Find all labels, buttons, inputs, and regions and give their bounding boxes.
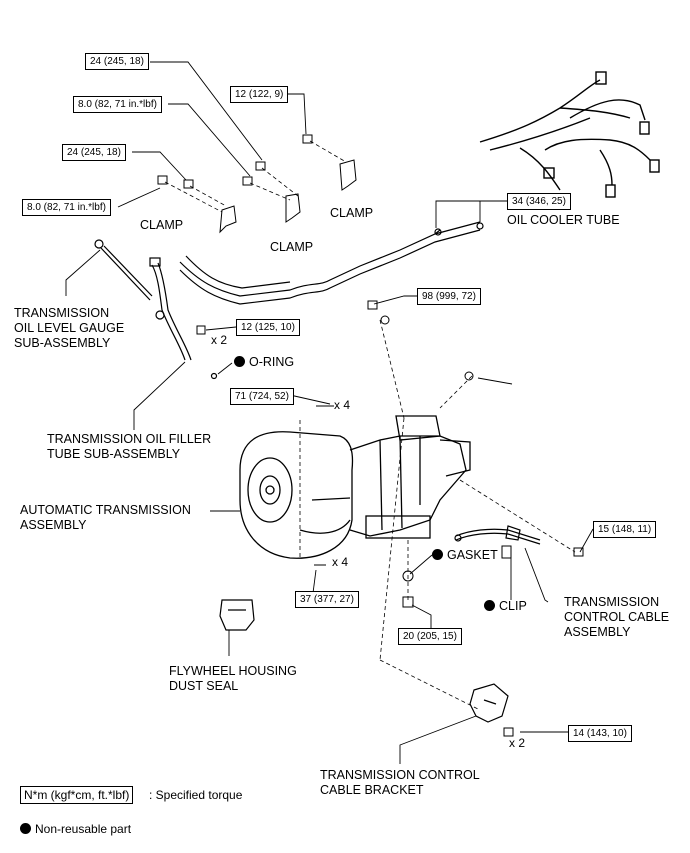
wire-harness xyxy=(479,71,660,198)
oil-level-gauge xyxy=(94,239,153,301)
non-reusable-dot-icon xyxy=(234,356,245,367)
legend-non-reusable: Non-reusable part xyxy=(20,822,131,836)
clamp-label: CLAMP xyxy=(330,206,374,220)
control-cable xyxy=(454,525,541,545)
clamp-b xyxy=(285,193,301,223)
torque-box: 24 (245, 18) xyxy=(85,53,149,70)
legend-non-reusable-text: Non-reusable part xyxy=(35,822,132,836)
torque-box: 98 (999, 72) xyxy=(417,288,481,305)
torque-box: 8.0 (82, 71 in.*lbf) xyxy=(73,96,162,113)
cable-bracket-shape xyxy=(469,683,509,723)
torque-box: 37 (377, 27) xyxy=(295,591,359,608)
automatic-transmission-label: AUTOMATIC TRANSMISSION ASSEMBLY xyxy=(20,503,191,532)
cable-bracket-label: TRANSMISSION CONTROL CABLE BRACKET xyxy=(320,768,480,797)
o-ring-label: O-RING xyxy=(234,355,294,370)
quantity-label: x 2 xyxy=(211,333,228,347)
bolts xyxy=(157,134,584,737)
torque-box: 15 (148, 11) xyxy=(593,521,657,538)
clamp-label: CLAMP xyxy=(140,218,184,232)
gasket-label: GASKET xyxy=(432,548,498,563)
clamp-a xyxy=(219,205,237,234)
torque-box: 24 (245, 18) xyxy=(62,144,126,161)
quantity-label: x 2 xyxy=(509,736,526,750)
gasket-text: GASKET xyxy=(447,548,498,562)
torque-box: 12 (125, 10) xyxy=(236,319,300,336)
torque-box: 12 (122, 9) xyxy=(230,86,289,103)
legend-torque-desc: : Specified torque xyxy=(149,788,243,802)
non-reusable-dot-icon xyxy=(20,823,31,834)
torque-box: 71 (724, 52) xyxy=(230,388,294,405)
legend-torque-unit: N*m (kgf*cm, ft.*lbf) xyxy=(20,786,134,804)
torque-box: 34 (346, 25) xyxy=(507,193,571,210)
torque-box: 8.0 (82, 71 in.*lbf) xyxy=(22,199,111,216)
clip-label: CLIP xyxy=(484,599,527,614)
non-reusable-dot-icon xyxy=(432,549,443,560)
oil-filler-tube xyxy=(149,257,218,380)
clamp-c xyxy=(339,159,357,191)
oil-filler-tube-label: TRANSMISSION OIL FILLER TUBE SUB-ASSEMBL… xyxy=(47,432,212,461)
quantity-label: x 4 xyxy=(334,398,351,412)
transmission-body xyxy=(239,415,471,559)
flywheel-dust-seal xyxy=(219,599,255,631)
quantity-label: x 4 xyxy=(332,555,349,569)
clamp-label: CLAMP xyxy=(270,240,314,254)
oil-cooler-tube-label: OIL COOLER TUBE xyxy=(507,213,620,227)
oil-level-gauge-label: TRANSMISSION OIL LEVEL GAUGE SUB-ASSEMBL… xyxy=(14,306,125,350)
non-reusable-dot-icon xyxy=(484,600,495,611)
clip-text: CLIP xyxy=(499,599,527,613)
control-cable-label: TRANSMISSION CONTROL CABLE ASSEMBLY xyxy=(564,595,670,639)
torque-box: 14 (143, 10) xyxy=(568,725,632,742)
flywheel-seal-label: FLYWHEEL HOUSING DUST SEAL xyxy=(169,664,297,693)
oil-cooler-tube xyxy=(179,221,484,305)
torque-box: 20 (205, 15) xyxy=(398,628,462,645)
o-ring-text: O-RING xyxy=(249,355,295,369)
